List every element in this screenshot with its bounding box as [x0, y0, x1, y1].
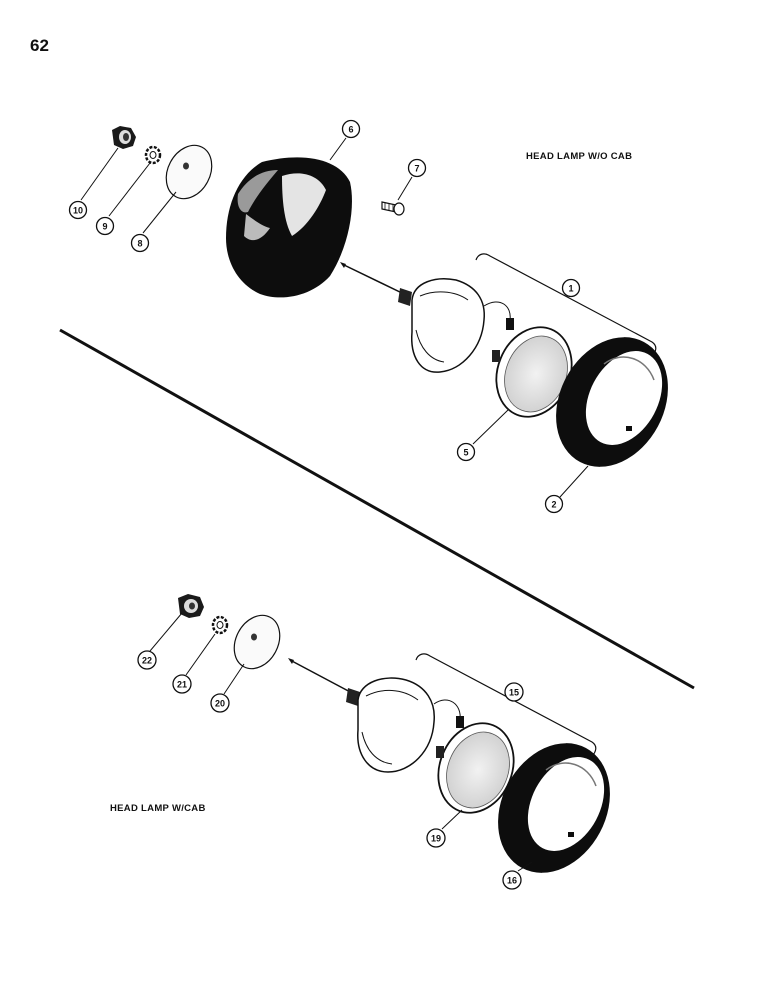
screw-part: [381, 201, 405, 216]
callout-19-label: 19: [431, 834, 441, 844]
callout-5-label: 5: [463, 448, 468, 458]
flat-washer-part: [165, 144, 213, 200]
callout-15: 15: [504, 682, 524, 702]
callout-21: 21: [172, 674, 192, 694]
callout-7: 7: [407, 158, 427, 178]
callout-8-label: 8: [137, 239, 142, 249]
callouts-top: 10 9 8 6 7: [68, 119, 589, 514]
retaining-ring-part: [498, 743, 610, 873]
callouts-bottom: 22 21 20 15 19: [137, 612, 533, 890]
page-number: 62: [30, 36, 49, 55]
flat-washer-part: [233, 614, 281, 670]
sealed-beam-part: [436, 722, 515, 814]
callout-19: 19: [426, 828, 446, 848]
callout-8: 8: [130, 233, 150, 253]
callout-6-label: 6: [348, 125, 353, 135]
assembly-top: [112, 126, 668, 467]
callout-7-label: 7: [414, 164, 419, 174]
assembly-bracket-1: [475, 253, 657, 357]
nut-part: [178, 594, 204, 618]
callout-6: 6: [341, 119, 361, 139]
divider-line: [59, 328, 695, 690]
nut-part: [112, 126, 136, 149]
callout-10-label: 10: [73, 206, 83, 216]
callout-16-label: 16: [507, 876, 517, 886]
callout-5: 5: [456, 442, 476, 462]
lock-washer-part: [211, 615, 229, 635]
retaining-ring-part: [556, 337, 668, 467]
callout-22-label: 22: [142, 656, 152, 666]
callout-9: 9: [95, 216, 115, 236]
assembly-title-with-cab: HEAD LAMP W/CAB: [110, 803, 206, 814]
callout-21-label: 21: [177, 680, 187, 690]
assembly-bottom: [178, 594, 610, 873]
callout-1: 1: [561, 278, 581, 298]
lamp-body-part: [340, 262, 514, 373]
callout-22: 22: [137, 650, 157, 670]
callout-20: 20: [210, 693, 230, 713]
callout-15-label: 15: [509, 688, 519, 698]
lock-washer-part: [144, 145, 162, 165]
callout-2: 2: [544, 494, 564, 514]
lamp-housing-part: [226, 157, 352, 298]
callout-2-label: 2: [551, 500, 556, 510]
lamp-body-part: [288, 658, 464, 773]
callout-10: 10: [68, 200, 88, 220]
callout-16: 16: [502, 870, 522, 890]
callout-1-label: 1: [568, 284, 573, 294]
assembly-title-without-cab: HEAD LAMP W/O CAB: [526, 151, 633, 162]
callout-20-label: 20: [215, 699, 225, 709]
callout-9-label: 9: [102, 222, 107, 232]
